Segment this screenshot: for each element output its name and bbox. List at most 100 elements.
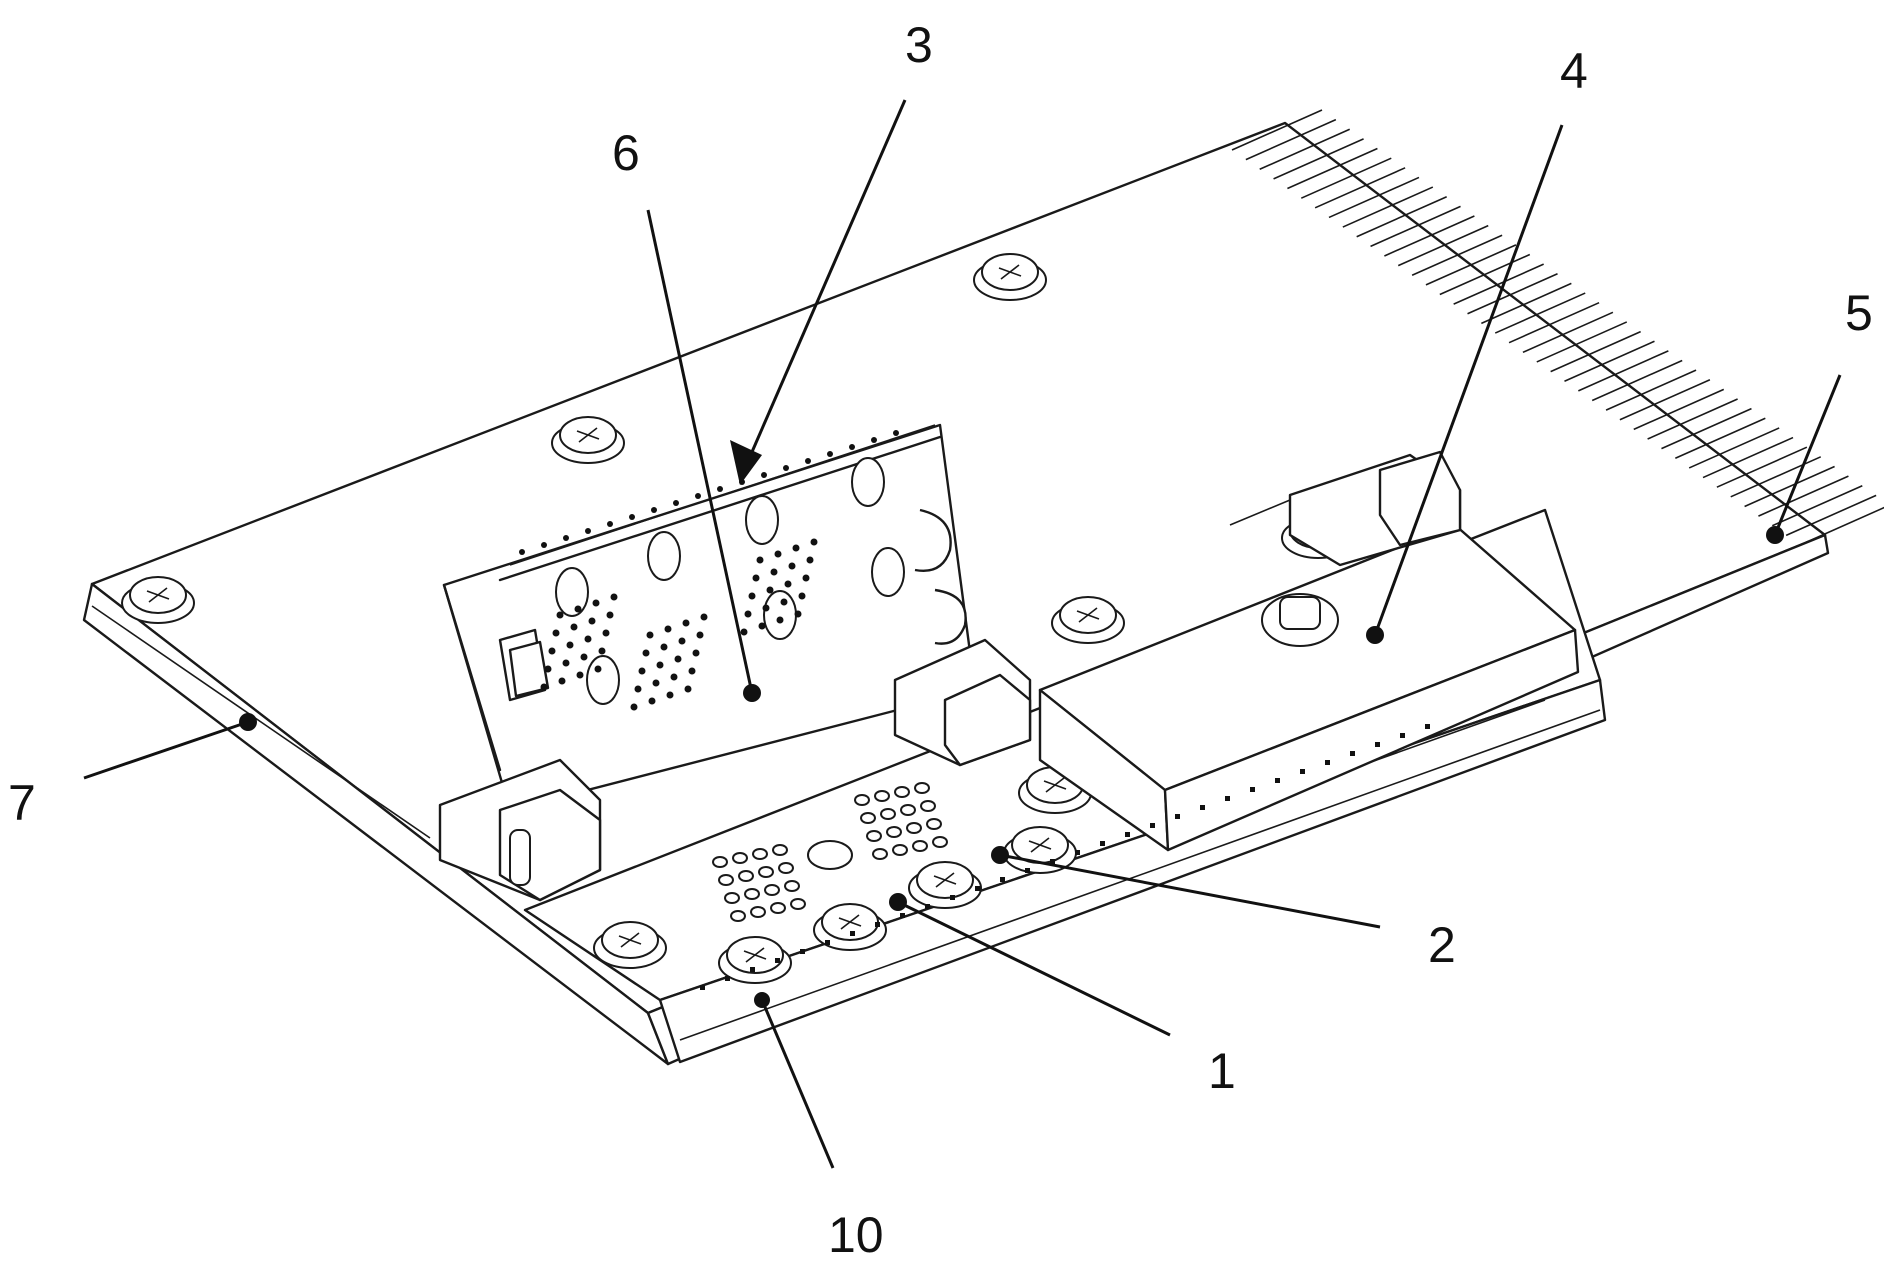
pcb-hole [791, 899, 805, 909]
panel-vent [589, 618, 596, 625]
panel-vent [563, 660, 570, 667]
pcb-hole [713, 857, 727, 867]
rail-tick [1400, 733, 1405, 738]
label-1: 1 [1208, 1043, 1236, 1099]
rail-tick [1150, 823, 1155, 828]
panel-vent [631, 704, 638, 711]
panel-edge-dot [585, 528, 591, 534]
panel-vent [603, 630, 610, 637]
rail-tick [975, 886, 980, 891]
panel-edge-dot [805, 458, 811, 464]
panel-vent [595, 666, 602, 673]
panel-vent [599, 648, 606, 655]
label-7: 7 [8, 775, 36, 831]
panel-hole [746, 496, 778, 544]
panel-vent [665, 626, 672, 633]
pcb-hole [901, 805, 915, 815]
panel-vent [571, 624, 578, 631]
rail-tick [1125, 832, 1130, 837]
pcb-hole [913, 841, 927, 851]
rail-tick [1025, 868, 1030, 873]
panel-vent [657, 662, 664, 669]
panel-vent [643, 650, 650, 657]
pcb-hole [861, 813, 875, 823]
leader-7-dot [239, 713, 257, 731]
rail-tick [1325, 760, 1330, 765]
panel-vent [567, 642, 574, 649]
rail-tick [950, 895, 955, 900]
rail-tick [1300, 769, 1305, 774]
pcb-hole [785, 881, 799, 891]
panel-vent [693, 650, 700, 657]
panel-vent [689, 668, 696, 675]
panel-vent [585, 636, 592, 643]
pcb-hole [753, 849, 767, 859]
panel-edge-dot [695, 493, 701, 499]
label-2: 2 [1428, 917, 1456, 973]
pcb-hole [765, 885, 779, 895]
panel-vent [661, 644, 668, 651]
pcb-hole [745, 889, 759, 899]
panel-vent [803, 575, 810, 582]
panel-edge-dot [673, 500, 679, 506]
panel-vent [759, 623, 766, 630]
panel-vent [777, 617, 784, 624]
panel-vent [785, 581, 792, 588]
leader-6-dot [743, 684, 761, 702]
panel-vent [741, 629, 748, 636]
pcb-hole [725, 893, 739, 903]
panel-vent [767, 587, 774, 594]
panel-edge-dot [827, 451, 833, 457]
pcb-hole [875, 791, 889, 801]
rail-tick [850, 931, 855, 936]
panel-vent [549, 648, 556, 655]
panel-vent [675, 656, 682, 663]
panel-vent [683, 620, 690, 627]
panel-vent [811, 539, 818, 546]
pcb-hole [731, 911, 745, 921]
rail-tick [1075, 850, 1080, 855]
pcb-hole [927, 819, 941, 829]
pcb-hole [771, 903, 785, 913]
panel-edge-dot [783, 465, 789, 471]
rail-tick [900, 913, 905, 918]
rail-tick [750, 967, 755, 972]
rail-tick [1200, 805, 1205, 810]
panel-hole [556, 568, 588, 616]
panel-vent [581, 654, 588, 661]
rail-tick [925, 904, 930, 909]
rail-tick [775, 958, 780, 963]
rail-tick [725, 976, 730, 981]
panel-hole [764, 591, 796, 639]
panel-vent [671, 674, 678, 681]
panel-vent [611, 594, 618, 601]
pcb-hole [873, 849, 887, 859]
rail-tick [1100, 841, 1105, 846]
pcb-hole [739, 871, 753, 881]
panel-vent [653, 680, 660, 687]
panel-vent [667, 692, 674, 699]
panel-vent [771, 569, 778, 576]
rail-tick [1275, 778, 1280, 783]
rail-tick [1425, 724, 1430, 729]
panel-vent [807, 557, 814, 564]
pcb-hole [895, 787, 909, 797]
label-4: 4 [1560, 43, 1588, 99]
panel-edge-dot [717, 486, 723, 492]
pcb-hole [773, 845, 787, 855]
label-3: 3 [905, 17, 933, 73]
panel-vent [793, 545, 800, 552]
leader-10 [762, 1000, 833, 1168]
rail-tick [700, 985, 705, 990]
rail-tick [1350, 751, 1355, 756]
panel-vent [553, 630, 560, 637]
panel-edge-dot [893, 430, 899, 436]
panel-hole [587, 656, 619, 704]
pcb-hole [881, 809, 895, 819]
panel-vent [757, 557, 764, 564]
panel-edge-dot [761, 472, 767, 478]
leader-4-dot [1366, 626, 1384, 644]
panel-vent [697, 632, 704, 639]
pcb-hole [751, 907, 765, 917]
